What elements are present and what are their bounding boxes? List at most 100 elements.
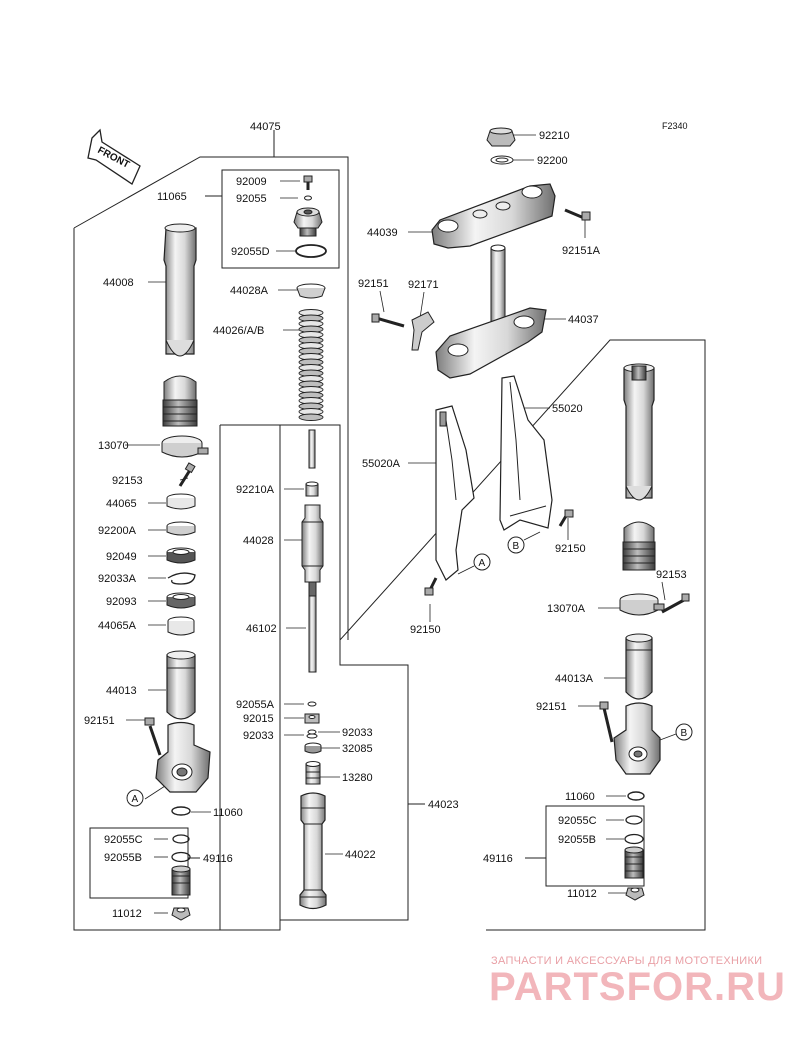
- label-92055a: 92055A: [236, 699, 275, 711]
- washer-92200: [490, 155, 514, 165]
- label-49116-right: 49116: [483, 853, 513, 865]
- label-92210a: 92210A: [236, 484, 275, 496]
- axle-bracket-left: [144, 717, 211, 793]
- steering-stem-44037: [435, 244, 547, 379]
- label-92033-left: 92033: [243, 730, 274, 742]
- oring-92055-small: [304, 195, 312, 201]
- bolt-92153-right: [661, 593, 690, 614]
- label-92055c-left: 92055C: [104, 834, 143, 846]
- label-13070a: 13070A: [547, 603, 586, 615]
- bolt-92150-right: [558, 509, 574, 527]
- label-92033a: 92033A: [98, 573, 137, 585]
- oring-92055b-right: [624, 833, 644, 845]
- outer-tube-right: [623, 363, 655, 501]
- label-11012-left: 11012: [112, 908, 142, 920]
- axle-clamp-left: [161, 435, 209, 458]
- top-cap: [293, 207, 323, 237]
- bolt-92151a: [564, 208, 591, 221]
- label-44023: 44023: [428, 799, 459, 811]
- label-44013: 44013: [106, 685, 137, 697]
- callout-a-left: A: [126, 789, 144, 807]
- axle-clamp-13070a: [619, 593, 665, 616]
- front-direction-arrow: FRONT: [87, 128, 141, 185]
- label-44022: 44022: [345, 849, 376, 861]
- bracket-92171: [411, 311, 435, 351]
- label-11065: 11065: [157, 191, 187, 203]
- fork-spring: [298, 309, 324, 421]
- label-92151-left: 92151: [84, 715, 115, 727]
- label-92153-left: 92153: [112, 475, 143, 487]
- label-13070: 13070: [98, 440, 129, 452]
- label-92151-right: 92151: [536, 701, 567, 713]
- label-44065a: 44065A: [98, 620, 137, 632]
- oring-92055d: [295, 244, 327, 258]
- inner-tube-44013a: [625, 633, 653, 700]
- label-92049: 92049: [106, 551, 137, 563]
- seal-92093: [166, 592, 196, 609]
- watermark-brand: PARTSFOR.RU: [489, 965, 786, 1009]
- bushing-44065: [166, 493, 196, 510]
- svg-text:A: A: [479, 558, 486, 569]
- axle-bracket-right: [599, 701, 661, 775]
- label-55020a: 55020A: [362, 458, 401, 470]
- label-46102: 46102: [246, 623, 277, 635]
- base-valve-left: [171, 865, 191, 896]
- oring-11060-right: [627, 791, 645, 801]
- label-92055c-right: 92055C: [558, 815, 597, 827]
- label-92151a: 92151A: [562, 245, 601, 257]
- label-92093: 92093: [106, 596, 137, 608]
- nut-11012-left: [171, 907, 191, 921]
- oring-92033-a: [307, 729, 317, 735]
- nut-11012-right: [625, 887, 645, 901]
- label-92055: 92055: [236, 193, 267, 205]
- label-55020: 55020: [552, 403, 583, 415]
- washer-32085: [304, 742, 322, 754]
- fork-guard-55020a: [435, 405, 475, 581]
- label-44075: 44075: [250, 121, 281, 133]
- upper-clamp-44039: [431, 183, 556, 249]
- part-labels: 44075 11065 92009 92055 92055D 44008 440…: [84, 121, 687, 920]
- label-92153-right: 92153: [656, 569, 687, 581]
- label-49116-left: 49116: [203, 853, 233, 865]
- bushing-44065a: [167, 616, 195, 636]
- label-92151-middle: 92151: [358, 278, 389, 290]
- cylinder-44022: [299, 792, 327, 910]
- pushrod-top: [308, 429, 316, 469]
- label-92055d: 92055D: [231, 246, 270, 258]
- label-44037: 44037: [568, 314, 599, 326]
- label-92009: 92009: [236, 176, 267, 188]
- oring-92033-b: [306, 733, 318, 739]
- label-92015: 92015: [243, 713, 274, 725]
- valve-group-box-left: [89, 827, 189, 899]
- label-92150-right: 92150: [555, 543, 586, 555]
- fork-boot-right: [622, 521, 656, 571]
- oring-11060-left: [171, 806, 191, 816]
- svg-text:B: B: [681, 728, 688, 739]
- bolt-92151-middle: [371, 313, 405, 328]
- nut-92015: [304, 713, 320, 724]
- label-11012-right: 11012: [567, 888, 597, 900]
- bolt-92150-left: [424, 577, 438, 596]
- label-44008: 44008: [103, 277, 134, 289]
- outer-tube-left: [163, 223, 197, 357]
- base-valve-right: [624, 846, 644, 879]
- label-32085: 32085: [342, 743, 373, 755]
- fork-boot-left: [162, 375, 198, 427]
- rebound-adjuster-44028: [301, 504, 324, 583]
- spring-coil: [298, 413, 324, 421]
- washer-92200a: [166, 521, 196, 536]
- label-44028a: 44028A: [230, 285, 269, 297]
- figure-code: F2340: [662, 121, 688, 131]
- inner-tube-left: [166, 650, 196, 720]
- oring-92055a: [307, 701, 317, 707]
- label-44013a: 44013A: [555, 673, 594, 685]
- label-92055b-left: 92055B: [104, 852, 142, 864]
- nut-92210: [486, 127, 516, 147]
- label-44039: 44039: [367, 227, 398, 239]
- label-92210: 92210: [539, 130, 570, 142]
- fork-guard-55020: [499, 375, 553, 531]
- bolt-92009: [303, 175, 313, 190]
- watermark: ЗАПЧАСТИ И АКСЕССУАРЫ ДЛЯ МОТОТЕХНИКИ PA…: [489, 955, 786, 1009]
- svg-text:B: B: [513, 541, 520, 552]
